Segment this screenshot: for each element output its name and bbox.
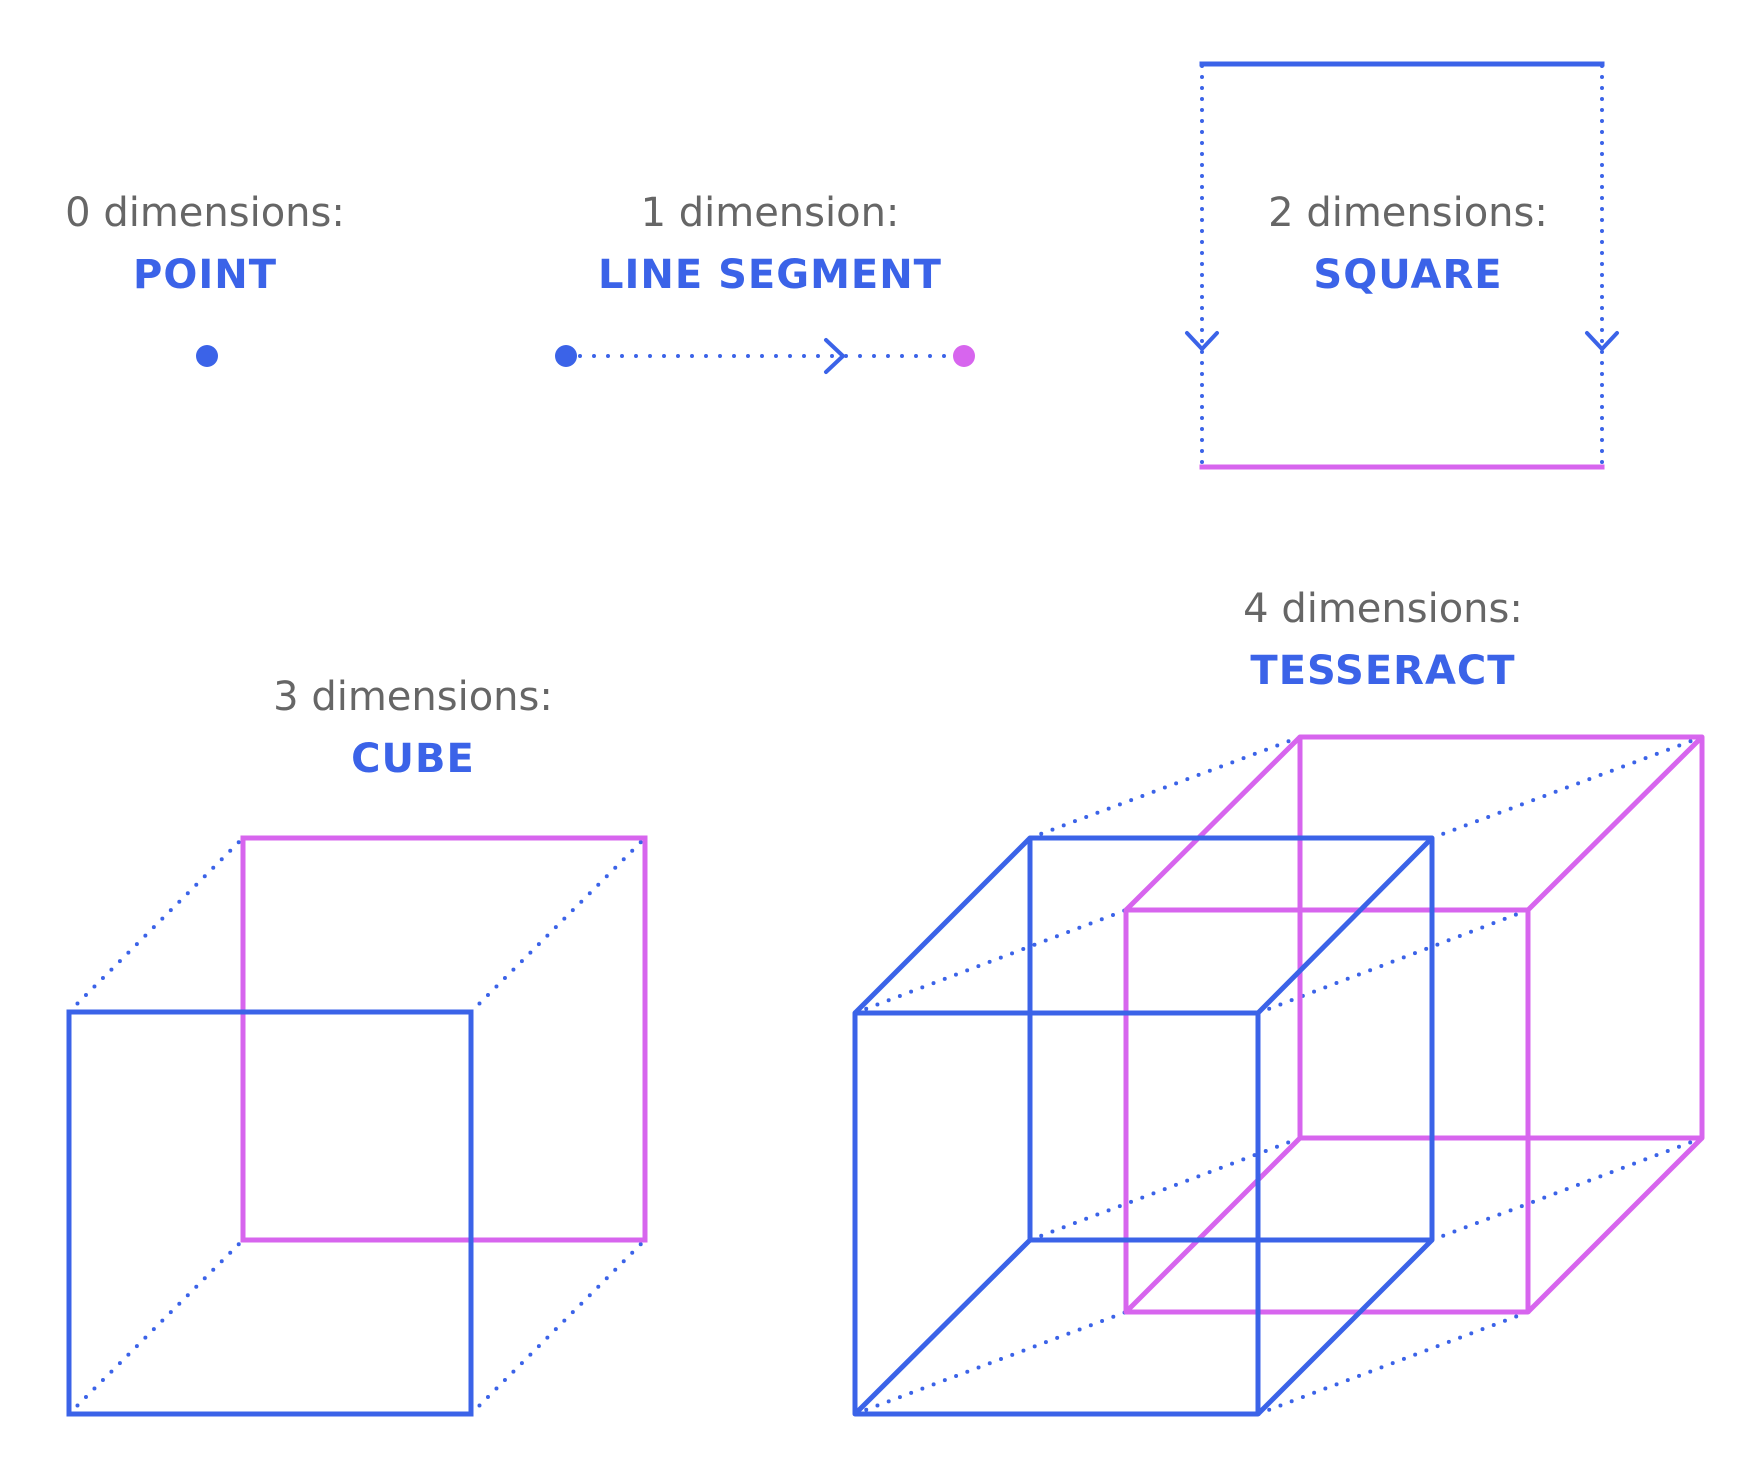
- tesseract-connector-1: [853, 908, 1128, 1015]
- tesseract-magenta-edge-br: [1526, 1136, 1704, 1314]
- line-segment-name: LINE SEGMENT: [598, 252, 942, 298]
- tesseract-magenta-edge-tr: [1526, 735, 1704, 912]
- tesseract-blue-edge-tl: [853, 836, 1032, 1015]
- square-left-arrowhead: [1185, 331, 1219, 351]
- line-segment-dims-label: 1 dimension:: [641, 190, 900, 236]
- tesseract-connector-4: [1256, 1310, 1530, 1416]
- tesseract-connector-5: [1028, 735, 1302, 840]
- tesseract-blue-edge-tr: [1256, 836, 1434, 1015]
- line-segment-end-dot: [953, 345, 975, 367]
- point-dot: [196, 345, 218, 367]
- line-segment-figure: [555, 338, 975, 374]
- caption-cube: 3 dimensions: CUBE: [273, 674, 553, 782]
- square-name: SQUARE: [1313, 252, 1502, 298]
- tesseract-connector-2: [1256, 908, 1530, 1015]
- tesseract-magenta-edge-bl: [1124, 1136, 1302, 1314]
- tesseract-dotted-connectors: [853, 735, 1704, 1416]
- cube-front-square: [66, 1009, 474, 1417]
- tesseract-blue-front-square: [852, 1010, 1261, 1417]
- tesseract-blue-edge-br: [1256, 1238, 1434, 1416]
- tesseract-figure: [852, 734, 1705, 1417]
- cube-back-square: [240, 835, 648, 1243]
- tesseract-name: TESSERACT: [1250, 648, 1515, 694]
- tesseract-blue-cube: [852, 835, 1435, 1417]
- line-segment-start-dot: [555, 345, 577, 367]
- caption-point: 0 dimensions: POINT: [65, 190, 345, 298]
- square-dims-label: 2 dimensions:: [1268, 190, 1548, 236]
- tesseract-dims-label: 4 dimensions:: [1243, 586, 1523, 632]
- line-segment-arrowhead: [824, 338, 845, 374]
- tesseract-blue-edge-bl: [853, 1238, 1032, 1416]
- tesseract-connector-8: [1430, 1136, 1704, 1242]
- tesseract-magenta-cube: [1123, 734, 1705, 1315]
- tesseract-blue-back-square: [1027, 835, 1435, 1243]
- square-right-arrowhead: [1585, 331, 1619, 351]
- caption-square: 2 dimensions: SQUARE: [1268, 190, 1548, 298]
- cube-connector-bottom-left: [67, 1238, 245, 1416]
- cube-connector-top-right: [469, 836, 647, 1014]
- cube-name: CUBE: [351, 736, 475, 782]
- point-name: POINT: [133, 252, 277, 298]
- tesseract-magenta-edge-tl: [1124, 735, 1302, 912]
- tesseract-magenta-front-square: [1123, 907, 1531, 1315]
- square-figure: [1185, 61, 1619, 470]
- tesseract-magenta-back-square: [1297, 734, 1705, 1141]
- caption-tesseract: 4 dimensions: TESSERACT: [1243, 586, 1523, 694]
- tesseract-connector-7: [1028, 1136, 1302, 1242]
- caption-line-segment: 1 dimension: LINE SEGMENT: [598, 190, 942, 298]
- cube-connector-top-left: [67, 836, 245, 1014]
- tesseract-connector-3: [853, 1310, 1128, 1416]
- cube-connector-bottom-right: [469, 1238, 647, 1416]
- point-dims-label: 0 dimensions:: [65, 190, 345, 236]
- cube-figure: [66, 835, 648, 1417]
- tesseract-connector-6: [1430, 735, 1704, 840]
- cube-dims-label: 3 dimensions:: [273, 674, 553, 720]
